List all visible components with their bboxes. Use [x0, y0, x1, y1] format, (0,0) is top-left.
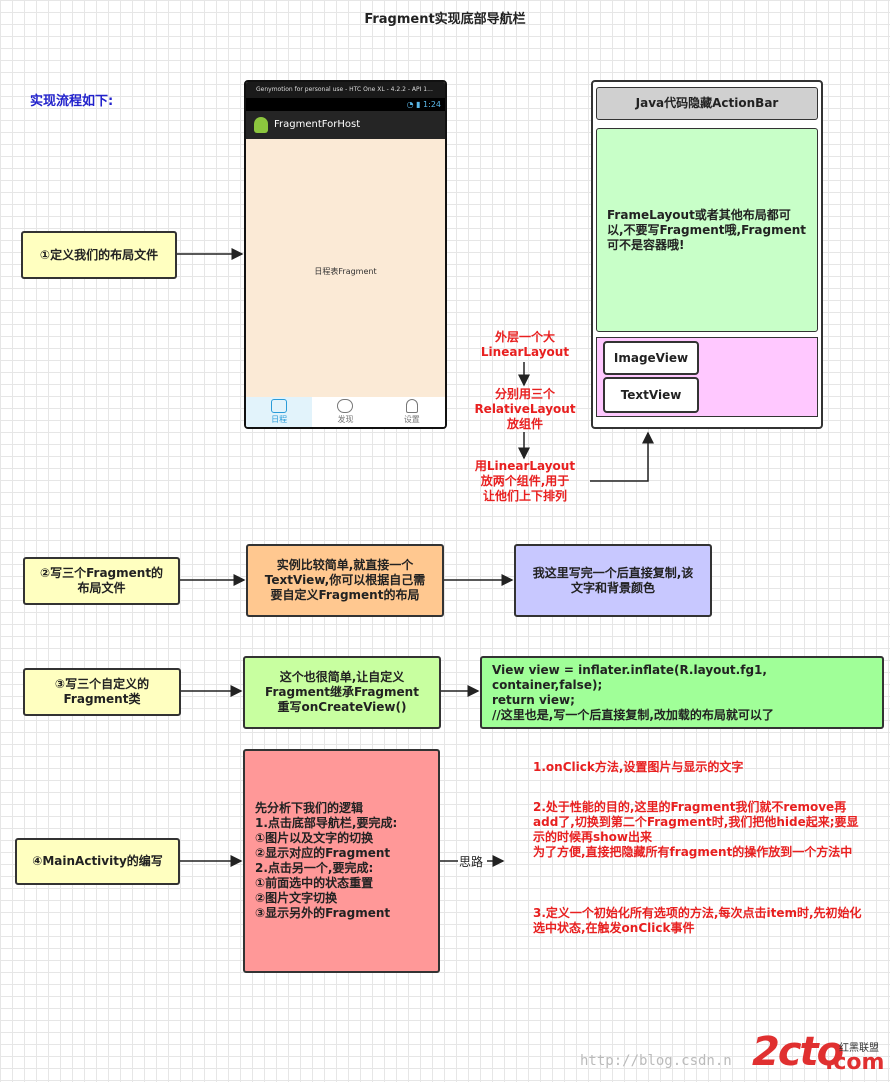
- calendar-icon: [271, 399, 288, 413]
- step2-copy-box: 我这里写完一个后直接复制,该 文字和背景颜色: [514, 544, 712, 617]
- idea-3: 3.定义一个初始化所有选项的方法,每次点击item时,先初始化选中状态,在触发o…: [533, 906, 862, 935]
- wifi-icon: ◔ ▮: [406, 100, 424, 109]
- tab-label: 发现: [337, 415, 354, 424]
- note-relativelayout: 分别用三个 RelativeLayout 放组件: [474, 387, 576, 431]
- note-outer-linearlayout: 外层一个大 LinearLayout: [480, 330, 570, 359]
- arrow-note3: [590, 431, 654, 482]
- bottom-nav-bar: 日程 发现 设置: [246, 397, 445, 427]
- tab-discover[interactable]: 发现: [312, 397, 378, 427]
- watermark-logo-suffix: .com: [825, 1050, 885, 1075]
- step3-box: ③写三个自定义的 Fragment类: [23, 668, 181, 716]
- idea-arrow-label: 思路: [459, 855, 484, 869]
- emulator-title-bar: Genymotion for personal use - HTC One XL…: [246, 82, 445, 98]
- status-time: 1:24: [423, 100, 441, 109]
- tab-settings[interactable]: 设置: [379, 397, 445, 427]
- note-inner-linearlayout: 用LinearLayout 放两个组件,用于 让他们上下排列: [474, 459, 576, 503]
- step1-box: ①定义我们的布局文件: [21, 231, 177, 279]
- flow-subtitle: 实现流程如下:: [30, 94, 114, 109]
- android-logo-icon: [254, 117, 268, 133]
- discover-icon: [337, 399, 354, 413]
- app-action-bar: FragmentForHost: [246, 111, 445, 139]
- phone-screenshot: Genymotion for personal use - HTC One XL…: [244, 80, 447, 429]
- idea-2: 2.处于性能的目的,这里的Fragment我们就不remove再add了,切换到…: [533, 800, 859, 859]
- actionbar-box: Java代码隐藏ActionBar: [596, 87, 818, 120]
- framelayout-box: FrameLayout或者其他布局都可以,不要写Fragment哦,Fragme…: [596, 128, 818, 332]
- watermark-logo-cn: 红黑联盟: [839, 1043, 879, 1054]
- status-bar: ◔ ▮ 1:24: [246, 98, 445, 111]
- tab-schedule[interactable]: 日程: [246, 397, 313, 427]
- textview-box: TextView: [603, 377, 699, 413]
- tab-label: 日程: [271, 415, 288, 424]
- fragment-content-text: 日程表Fragment: [314, 267, 377, 276]
- tab-label: 设置: [403, 415, 420, 424]
- idea-1: 1.onClick方法,设置图片与显示的文字: [533, 760, 744, 774]
- step2-box: ②写三个Fragment的 布局文件: [23, 557, 180, 605]
- watermark-logo: 2cto: [752, 1029, 844, 1075]
- step3-detail-box: 这个也很简单,让自定义 Fragment继承Fragment 重写onCreat…: [243, 656, 441, 729]
- user-icon: [405, 399, 418, 413]
- watermark-url: http://blog.csdn.n: [580, 1053, 732, 1069]
- step3-code-box: View view = inflater.inflate(R.layout.fg…: [480, 656, 884, 729]
- imageview-box: ImageView: [603, 341, 699, 375]
- step4-box: ④MainActivity的编写: [15, 838, 180, 885]
- step2-detail-box: 实例比较简单,就直接一个 TextView,你可以根据自己需 要自定义Fragm…: [246, 544, 444, 617]
- diagram-title: Fragment实现底部导航栏: [364, 12, 526, 27]
- step4-logic-box: 先分析下我们的逻辑 1.点击底部导航栏,要完成: ①图片以及文字的切换 ②显示对…: [243, 749, 440, 973]
